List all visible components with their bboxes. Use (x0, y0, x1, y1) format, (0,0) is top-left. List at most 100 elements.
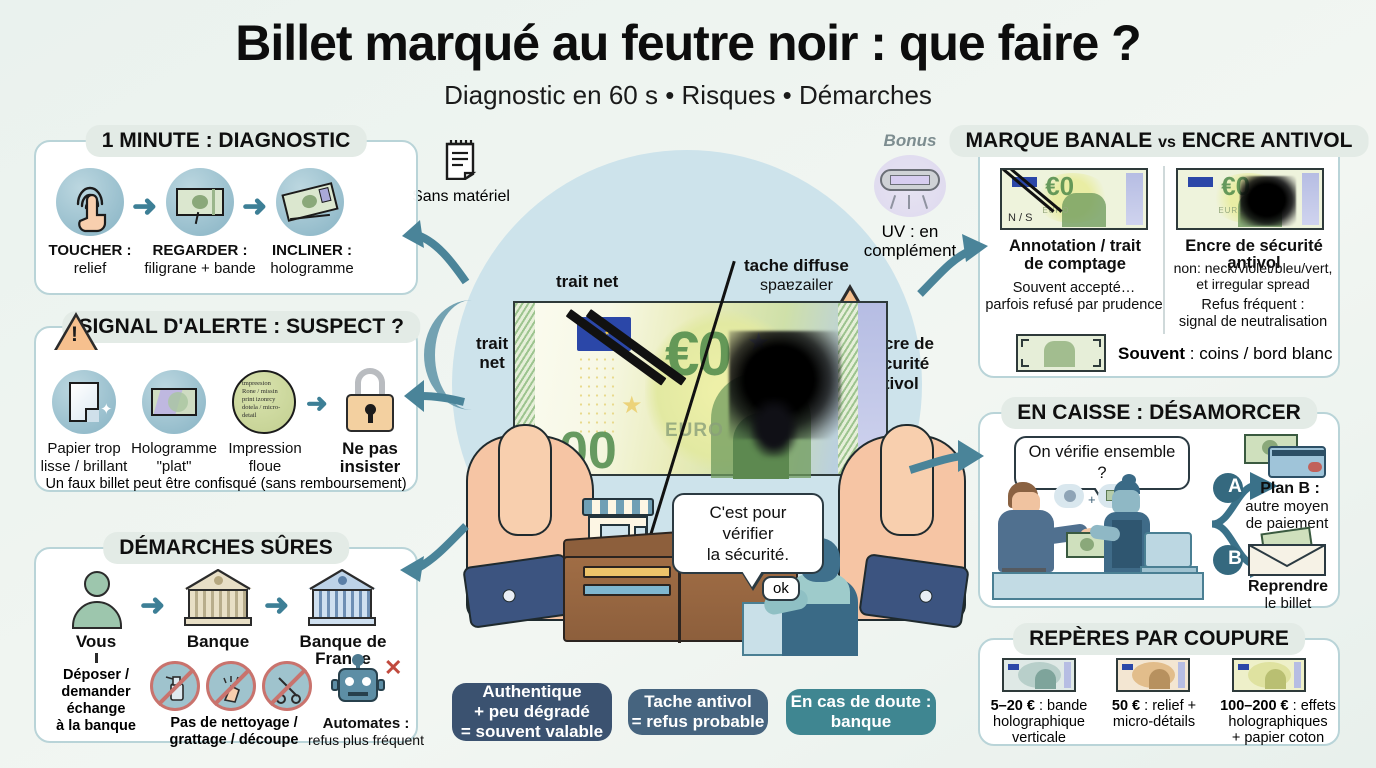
arrow-to-padlock: ➜ (306, 388, 328, 418)
wallet-card-yellow (583, 566, 671, 578)
reperes-1-rest: : bande (1034, 698, 1088, 714)
reperes-3-l2: holographiques (1228, 714, 1328, 730)
marque-right-b3: Refus fréquent : (1201, 297, 1305, 313)
step-1-title: TOUCHER : (48, 242, 132, 259)
envelope-with-banknote-icon (1248, 526, 1326, 576)
banknote-with-ink-blot-icon: €0 EURO (1176, 168, 1324, 230)
demarches-step-2-label: Banque (186, 632, 250, 651)
marque-left-b2: parfois refusé par prudence (985, 297, 1163, 313)
panel-marque-title-a: MARQUE BANALE (965, 129, 1153, 152)
marque-left-h1: Annotation / trait (1009, 237, 1141, 255)
caisse-option-a-text: autre moyen de paiement (1245, 498, 1329, 532)
alerte-result-l2: insister (339, 457, 401, 476)
callout-trait-net-top: trait net (556, 272, 619, 291)
fingerprint-touch-icon (56, 168, 124, 236)
arrow-diagnostic-to-center (402, 220, 470, 285)
marque-right-b2: et irregular spread (1196, 276, 1310, 292)
disc-swoosh-decoration (424, 300, 504, 410)
arrow-step-2-3: ➜ (242, 190, 268, 223)
banknote-and-card-icon (1244, 434, 1328, 478)
banknote-watermark-icon (166, 168, 234, 236)
page-subtitle: Diagnostic en 60 s • Risques • Démarches (444, 80, 932, 110)
step-3-title: INCLINER : (272, 242, 352, 259)
reperes-1-l3: verticale (1012, 730, 1066, 746)
alerte-result-l1: Ne pas (342, 439, 398, 458)
arrow-banque-bdf: ➜ (264, 589, 290, 622)
marque-right-h1: Encre de sécurité antivol (1185, 237, 1323, 272)
person-icon (68, 571, 124, 629)
marque-left-h2: de comptage (1024, 255, 1126, 273)
step-1-sub: relief (73, 260, 107, 277)
panel-caisse-title: EN CAISSE : DÉSAMORCER (1001, 397, 1317, 429)
caisse-option-b-text: le billet (1264, 595, 1312, 612)
arrow-step-1-2: ➜ (132, 190, 158, 223)
left-thumb (498, 424, 552, 536)
padlock-icon (342, 368, 398, 434)
scissors-icon (262, 661, 312, 711)
summary-bar-3: En cas de doute : banque (786, 689, 936, 735)
banknote-100-200-icon (1232, 658, 1306, 692)
panel-demarches: DÉMARCHES SÛRES ➜ ➜ Vous Banque Banque d… (34, 532, 424, 748)
bonus-label: Bonus (883, 131, 937, 150)
marque-footer-bold: Souvent (1118, 344, 1186, 363)
central-banknote: €0 ★ ★ 00 EURO (513, 260, 888, 536)
spray-bottle-icon (150, 661, 200, 711)
panel-demarches-title: DÉMARCHES SÛRES (103, 532, 349, 564)
blurry-print-icon: tmpreesion Rone / missin print izonrcy d… (232, 370, 296, 434)
marque-footer-rest: : coins / bord blanc (1185, 344, 1333, 363)
arrow-alerte-to-center (404, 380, 465, 412)
arrow-vous-banque: ➜ (140, 589, 166, 622)
bank-de-france-icon (308, 569, 376, 627)
demarches-robot-label-b: Automates : (322, 715, 410, 732)
panel-reperes: REPÈRES PAR COUPURE 5–20 € : bande holog… (978, 623, 1340, 746)
panel-reperes-title: REPÈRES PAR COUPURE (1013, 623, 1305, 655)
panel-marque-title-vs: vs (1158, 134, 1176, 151)
reperes-3-l3: + papier coton (1231, 730, 1325, 746)
reperes-2-rest: : relief + (1140, 698, 1197, 714)
alerte-footnote: Un faux billet peut être confisqué (sans… (45, 476, 407, 492)
uv-lamp-icon (874, 155, 946, 217)
callout-trait-net-left: trait net (476, 334, 509, 372)
robot-icon (331, 654, 385, 711)
marque-left-thumb-caption: N / S (1008, 212, 1033, 224)
page-title: Billet marqué au feutre noir : que faire… (235, 15, 1141, 71)
wallet-card-blue (583, 584, 671, 596)
panel-marque: MARQUE BANALE vs ENCRE ANTIVOL €0 EURO N… (949, 125, 1369, 378)
customer-and-cashier-icon: + (992, 474, 1204, 600)
summary-bar-2: Tache antivol = refus probable (628, 689, 768, 735)
glossy-paper-icon: ✦ (52, 370, 116, 434)
alerte-item-3-l2: floue (248, 458, 282, 475)
alerte-item-2-l1: Hologramme (131, 440, 217, 457)
marque-left-b1: Souvent accepté… (1012, 280, 1136, 296)
notepad-icon (440, 136, 480, 182)
branch-a-label: A (1228, 476, 1242, 497)
bank-icon (184, 569, 252, 627)
marque-right-b4: signal de neutralisation (1178, 314, 1328, 330)
arrow-demarches-to-center (400, 523, 469, 582)
reperes-1-bold: 5–20 € (990, 698, 1035, 714)
uv-caption: UV : en complément (863, 222, 957, 260)
flat-hologram-icon (142, 370, 206, 434)
step-2-title: REGARDER : (152, 242, 248, 259)
reperes-3-bold: 100–200 € (1220, 698, 1289, 714)
arrow-center-to-caisse (908, 440, 984, 474)
panel-diagnostic: 1 MINUTE : DIAGNOSTIC ➜ ➜ (34, 125, 418, 295)
panel-diagnostic-title: 1 MINUTE : DIAGNOSTIC (85, 125, 367, 157)
alerte-item-2-l2: "plat" (156, 458, 192, 475)
caisse-option-a-bold: Plan B : (1260, 480, 1320, 497)
robot-cross-icon: ✕ (384, 655, 403, 680)
callout-tache-diffuse: tache diffuse (744, 256, 849, 275)
step-2-sub: filigrane + bande (144, 260, 256, 277)
alerte-item-1-l1: Papier trop (47, 440, 121, 457)
reperes-2-bold: 50 € (1111, 698, 1141, 714)
alerte-item-1-l2: lisse / brillant (40, 458, 128, 475)
demarches-note-vous: Déposer / demander échange à la banque (56, 667, 136, 734)
reperes-2-l2: micro-détails (1112, 714, 1196, 730)
blurry-print-text: tmpreesion Rone / missin print izonrcy d… (242, 380, 281, 419)
reperes-1-l2: holographique (993, 714, 1085, 730)
banknote-50-icon (1116, 658, 1190, 692)
banknote-with-pen-stroke-icon: €0 EURO N / S (1000, 168, 1148, 230)
marque-right-b1: non: neck/violet/bleu/vert, (1173, 260, 1333, 276)
demarches-robot-label-n: refus plus fréquent (308, 732, 424, 748)
panel-marque-title-b: ENCRE ANTIVOL (1181, 129, 1353, 152)
